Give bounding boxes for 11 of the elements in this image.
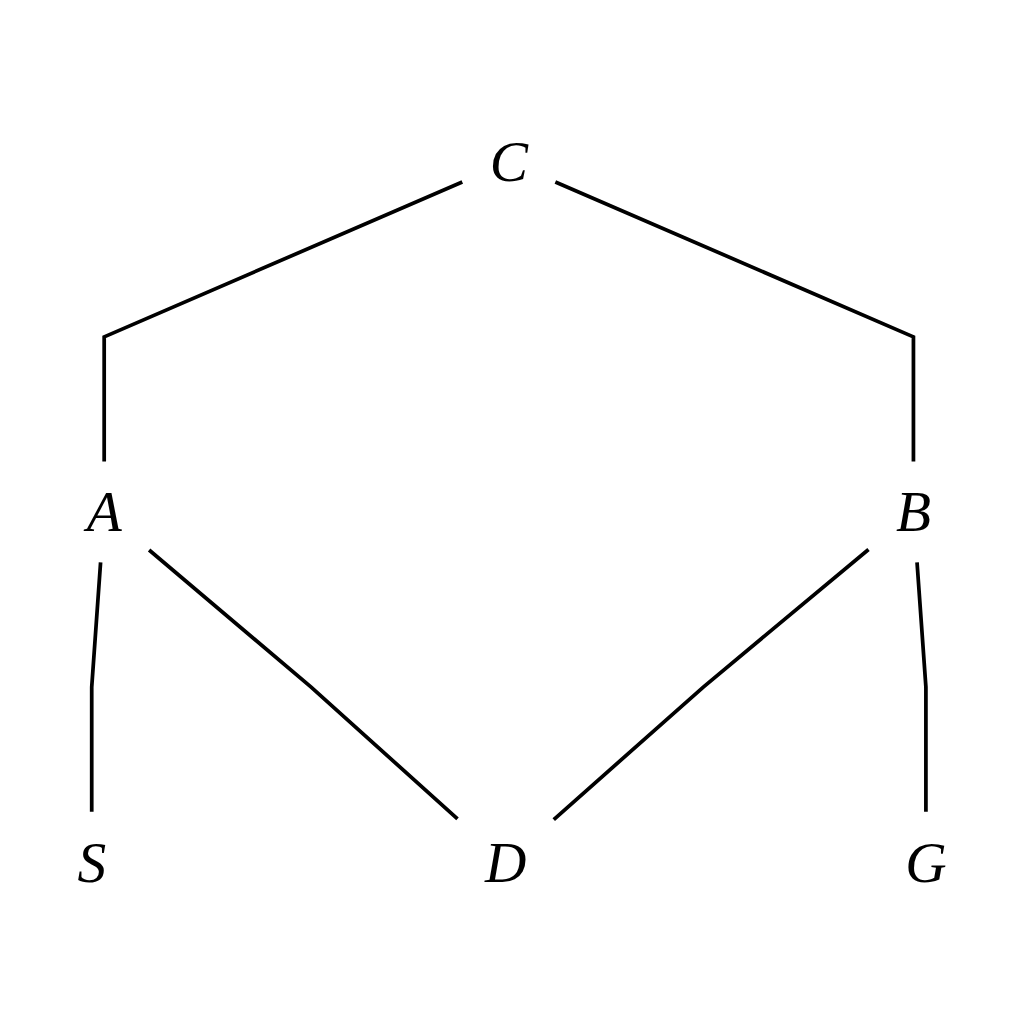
connector	[554, 180, 916, 462]
node-text: S	[77, 830, 107, 894]
connector	[552, 548, 870, 821]
node-text: D	[484, 830, 527, 894]
node-text: G	[905, 830, 947, 894]
node-text: C	[489, 130, 528, 194]
connector	[89, 562, 103, 812]
connector	[147, 548, 459, 821]
connector	[102, 180, 463, 462]
node-text: B	[895, 480, 931, 544]
connector	[915, 562, 928, 812]
